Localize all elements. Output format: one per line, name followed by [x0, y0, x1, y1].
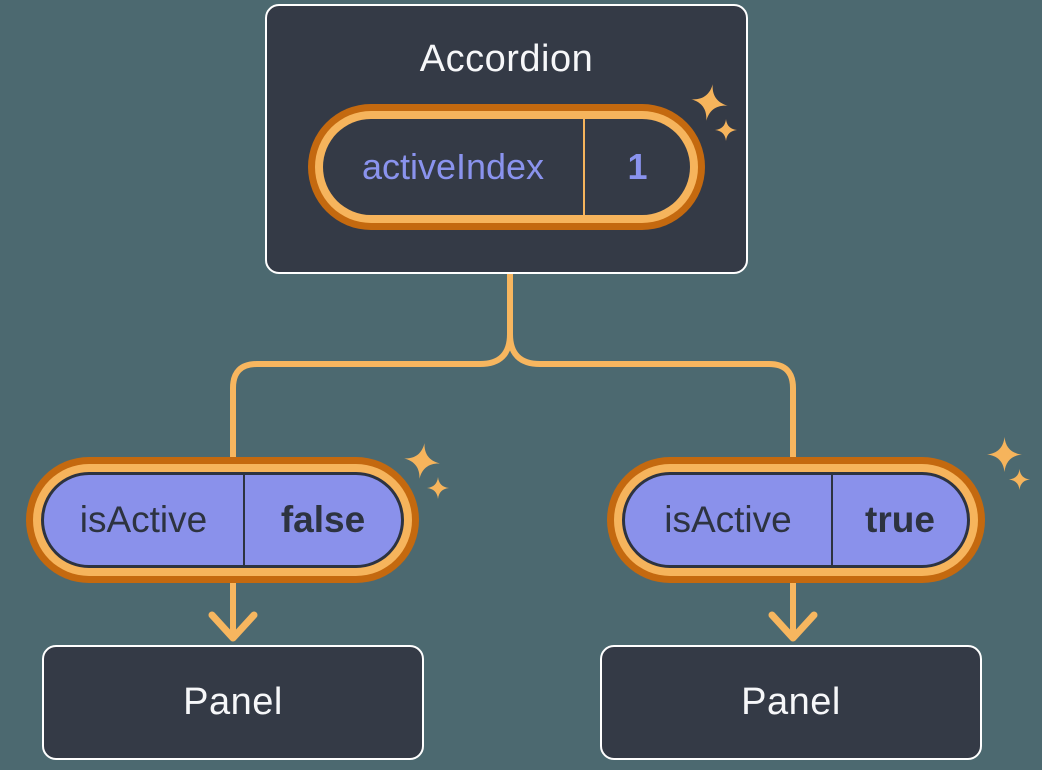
sparkle-icon: [987, 437, 1022, 472]
state-key: activeIndex: [361, 146, 545, 187]
sparkle-icon: [402, 441, 443, 482]
connector-root-to-left: [230, 271, 513, 636]
state-pill: activeIndex 1: [308, 104, 705, 230]
prop-pill-left: isActive false: [26, 457, 419, 583]
prop-pill-right-ring: isActive true: [614, 464, 978, 576]
panel-box-left: Panel: [42, 645, 424, 760]
prop-key: isActive: [79, 499, 208, 540]
state-pill-ring: activeIndex 1: [315, 111, 698, 223]
sparkle-icon: [688, 81, 731, 124]
state-value-cell: 1: [585, 119, 690, 215]
prop-pill-left-ring: isActive false: [33, 464, 412, 576]
prop-value-cell: true: [833, 475, 967, 565]
prop-key: isActive: [664, 499, 792, 540]
sparkle-icon: [1009, 469, 1030, 490]
prop-value: false: [280, 499, 366, 540]
state-value: 1: [627, 146, 648, 187]
prop-pill-right: isActive true: [607, 457, 985, 583]
sparkle-icon: [427, 477, 449, 499]
arrow-down-icon: [768, 611, 818, 642]
panel-box-right: Panel: [600, 645, 982, 760]
connector-root-to-right: [507, 271, 796, 636]
arrow-down-icon: [208, 611, 258, 642]
accordion-title: Accordion: [419, 38, 594, 80]
sparkle-icon: [715, 119, 737, 141]
prop-value: true: [865, 499, 935, 540]
panel-label: Panel: [183, 681, 283, 723]
state-key-cell: activeIndex: [323, 119, 585, 215]
prop-key-cell: isActive: [44, 475, 245, 565]
panel-label: Panel: [741, 681, 841, 723]
prop-key-cell: isActive: [625, 475, 833, 565]
prop-value-cell: false: [245, 475, 401, 565]
